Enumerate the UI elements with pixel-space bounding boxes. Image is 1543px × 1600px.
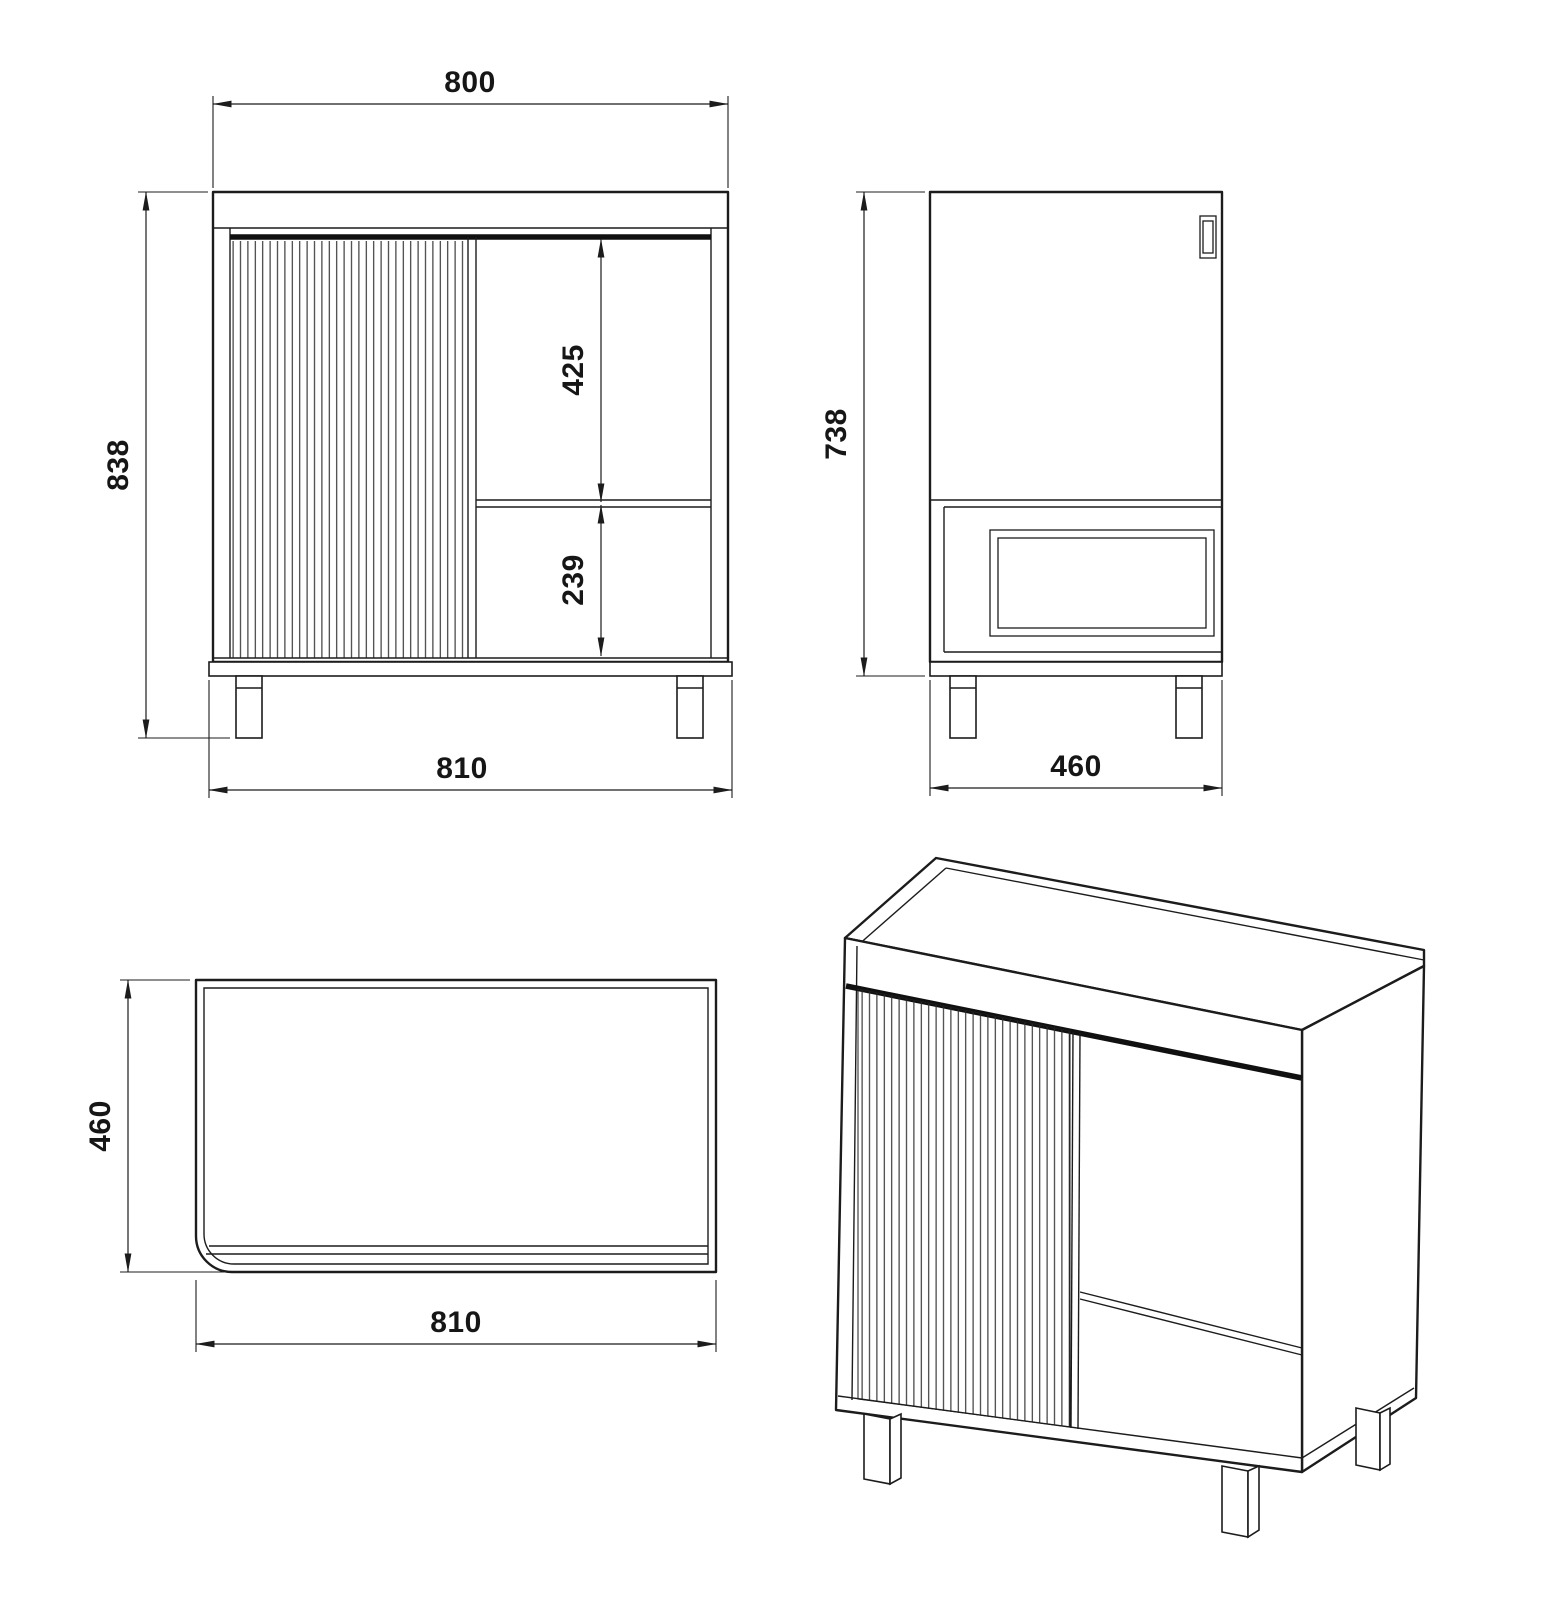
iso-leg-back-right <box>1355 1406 1391 1472</box>
dim-label-side-depth: 460 <box>1050 750 1102 783</box>
dim-front-upper-panel: 425 <box>557 238 605 503</box>
dim-front-lower-panel: 239 <box>557 504 605 657</box>
iso-fluted-door <box>857 988 1071 1428</box>
dim-label-top-width: 810 <box>430 1306 482 1339</box>
side-cabinet-body <box>928 190 1224 664</box>
dim-top-depth: 460 <box>84 979 224 1273</box>
dim-label-front-width-top: 800 <box>444 66 496 99</box>
front-cabinet <box>208 190 733 739</box>
dim-side-height: 738 <box>820 191 925 677</box>
dim-side-depth: 460 <box>929 680 1223 796</box>
dim-front-width-bottom: 810 <box>208 680 733 798</box>
front-leg-left <box>235 675 263 739</box>
iso-drawer-divider <box>1079 1291 1303 1349</box>
front-plinth <box>208 661 733 677</box>
dim-label-side-height: 738 <box>820 408 853 460</box>
dim-top-width: 810 <box>195 1280 717 1352</box>
dim-front-height: 838 <box>102 191 230 739</box>
dim-label-front-height: 838 <box>102 439 135 491</box>
dim-label-lower-panel: 239 <box>557 554 590 606</box>
side-plinth <box>929 661 1223 677</box>
front-fluted-door <box>231 241 467 658</box>
iso-leg-front-left <box>863 1412 902 1486</box>
side-cabinet <box>928 190 1224 739</box>
dim-label-upper-panel: 425 <box>557 344 590 396</box>
front-leg-right <box>676 675 704 739</box>
dim-label-top-depth: 460 <box>84 1100 117 1152</box>
top-cabinet <box>194 978 718 1274</box>
top-outline <box>194 978 718 1274</box>
side-view: 738 460 <box>820 190 1224 796</box>
iso-leg-front-right <box>1221 1464 1260 1539</box>
top-view: 460 810 <box>84 978 718 1352</box>
dim-label-front-width-bottom: 810 <box>436 752 488 785</box>
side-hinge-detail <box>1199 215 1217 259</box>
side-leg-back <box>1175 675 1203 739</box>
iso-side-panel <box>1300 964 1426 1474</box>
iso-view <box>834 856 1426 1539</box>
front-view: 800 838 425 239 810 <box>102 66 733 798</box>
dim-front-width-top: 800 <box>212 66 729 188</box>
side-back-cutout <box>989 529 1215 637</box>
side-leg-front <box>949 675 977 739</box>
